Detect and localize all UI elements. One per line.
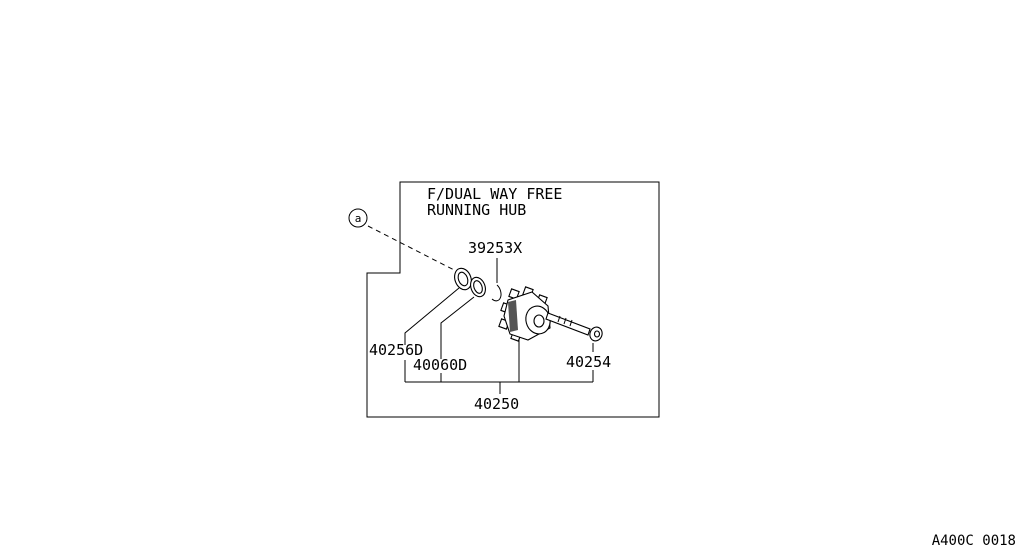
figure-code: A400C 0018: [932, 533, 1016, 549]
spacer-part: [470, 276, 486, 298]
label-washer: 40256D: [369, 341, 423, 359]
label-snap-ring: 39253X: [468, 239, 522, 257]
diagram-title-line-2: RUNNING HUB: [427, 201, 526, 219]
diagram-frame: [366, 181, 660, 418]
bolt-part: [545, 312, 603, 342]
svg-text:a: a: [355, 212, 362, 225]
label-bolt: 40254: [566, 353, 611, 371]
diagram-title-line-1: F/DUAL WAY FREE: [427, 185, 562, 203]
washer-part: [454, 267, 472, 291]
leader-lines: [404, 258, 594, 394]
label-spacer: 40060D: [413, 356, 467, 374]
label-assembly: 40250: [474, 395, 519, 413]
snap-ring-part: [491, 284, 502, 302]
hub-body-part: [498, 286, 551, 342]
reference-symbol: a: [348, 208, 368, 228]
reference-dashed-line: [367, 225, 459, 273]
